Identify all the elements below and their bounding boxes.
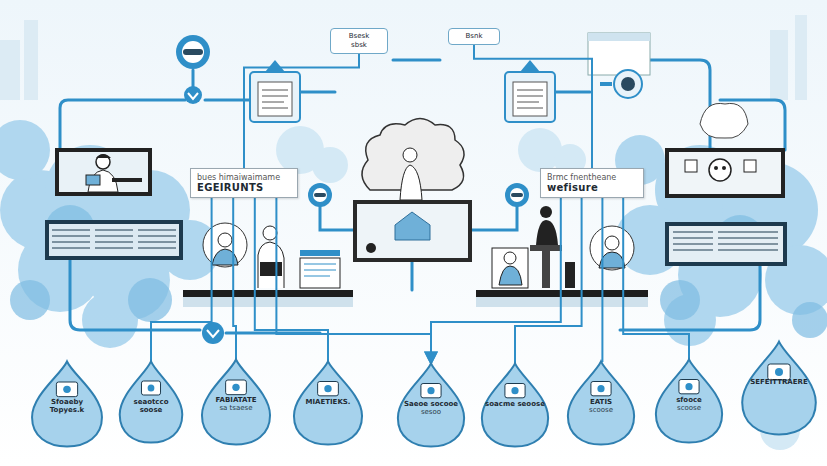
node-title: MIAETIEKS. (297, 398, 359, 406)
drop-node: MIAETIEKS. (291, 360, 365, 446)
drop-node: soacme seoose (479, 362, 551, 448)
node-title: seaotcco soose (123, 398, 179, 415)
node-title: sfooce (659, 396, 719, 404)
drop-node: FABIATATEsa tsaese (199, 358, 273, 446)
connector-line (151, 198, 212, 362)
node-title: EATIS (571, 398, 631, 406)
node-title: SEFEITTRAERE (745, 378, 813, 386)
node-title: Saeoe socooe (401, 400, 461, 408)
node-title: Bsesk (334, 32, 384, 41)
node-subtext: sa tsaese (205, 404, 267, 412)
connector-line (623, 198, 689, 360)
icon-card: Bsnk (448, 28, 500, 45)
node-subtext: wefisure (547, 182, 637, 193)
label-box: Brmc fnentheanewefisure (540, 168, 644, 198)
connector-line (244, 54, 359, 169)
node-title: bues himaiwaimame (197, 173, 291, 182)
drop-node: Sfoaeby Topyes.k (29, 360, 105, 448)
connector-line (601, 198, 603, 362)
connector-line (276, 198, 431, 364)
drop-node: SEFEITTRAERE (739, 340, 819, 436)
connector-line (233, 198, 236, 360)
drop-node: seaotcco soose (117, 360, 185, 444)
node-title: Brmc fnentheane (547, 173, 637, 182)
connector-line (255, 198, 328, 362)
node-subtext: sbsk (334, 41, 384, 50)
node-subtext: EGEIRUNTS (197, 182, 291, 193)
node-title: FABIATATE (205, 396, 267, 404)
node-subtext: scoose (659, 404, 719, 412)
drop-node: EATISscoose (565, 360, 637, 446)
node-title: Bsnk (452, 32, 496, 41)
drop-shape (739, 340, 819, 436)
drop-node: sfoocescoose (653, 358, 725, 444)
node-subtext: scoose (571, 406, 631, 414)
node-title: soacme seoose (485, 400, 545, 408)
connector-line (474, 45, 592, 168)
node-subtext: sesoo (401, 408, 461, 416)
label-box: bues himaiwaimameEGEIRUNTS (190, 168, 298, 198)
icon-card: Bsesksbsk (330, 28, 388, 54)
drop-node: Saeoe socooesesoo (395, 362, 467, 448)
connector-line (431, 198, 561, 364)
connector-line (515, 198, 582, 364)
node-title: Sfoaeby Topyes.k (35, 398, 99, 415)
